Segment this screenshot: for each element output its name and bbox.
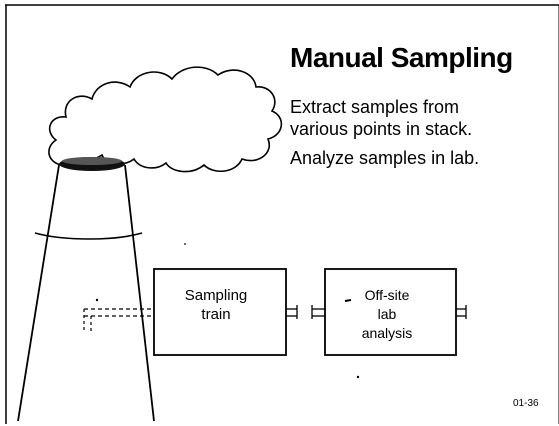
label-line: train bbox=[201, 306, 231, 323]
diagram-canvas bbox=[5, 4, 559, 424]
label-line: Sampling bbox=[184, 287, 248, 304]
sampling-train-label: Sampling train bbox=[150, 286, 282, 324]
bullet-line: Extract samples from bbox=[290, 97, 460, 117]
offsite-lab-label: Off-site lab analysis bbox=[322, 286, 452, 343]
sampling-probe bbox=[83, 308, 154, 333]
label-line: lab bbox=[377, 306, 397, 322]
bullet-dash bbox=[344, 299, 352, 302]
speck-mark bbox=[95, 298, 99, 302]
sampling-train-box bbox=[153, 268, 287, 356]
smoke-cloud bbox=[48, 66, 283, 173]
speck-mark bbox=[184, 243, 186, 245]
figure-id: 01-36 bbox=[513, 398, 539, 409]
slide-title: Manual Sampling bbox=[290, 42, 513, 73]
offsite-lab-box bbox=[324, 268, 457, 356]
stack-band bbox=[34, 232, 143, 240]
connector-tube bbox=[286, 305, 325, 319]
slide-frame bbox=[4, 3, 559, 424]
stack-body bbox=[17, 164, 155, 422]
bullet-line: various points in stack. bbox=[290, 119, 473, 139]
label-line: Off-site bbox=[364, 287, 410, 303]
stack-top-opening bbox=[62, 157, 122, 165]
speck-mark bbox=[356, 375, 360, 379]
bullet-extract-samples: Extract samples from various points in s… bbox=[290, 96, 472, 140]
bullet-analyze-samples: Analyze samples in lab. bbox=[290, 148, 480, 168]
outlet-tube bbox=[456, 305, 467, 319]
label-line: analysis bbox=[361, 325, 413, 341]
